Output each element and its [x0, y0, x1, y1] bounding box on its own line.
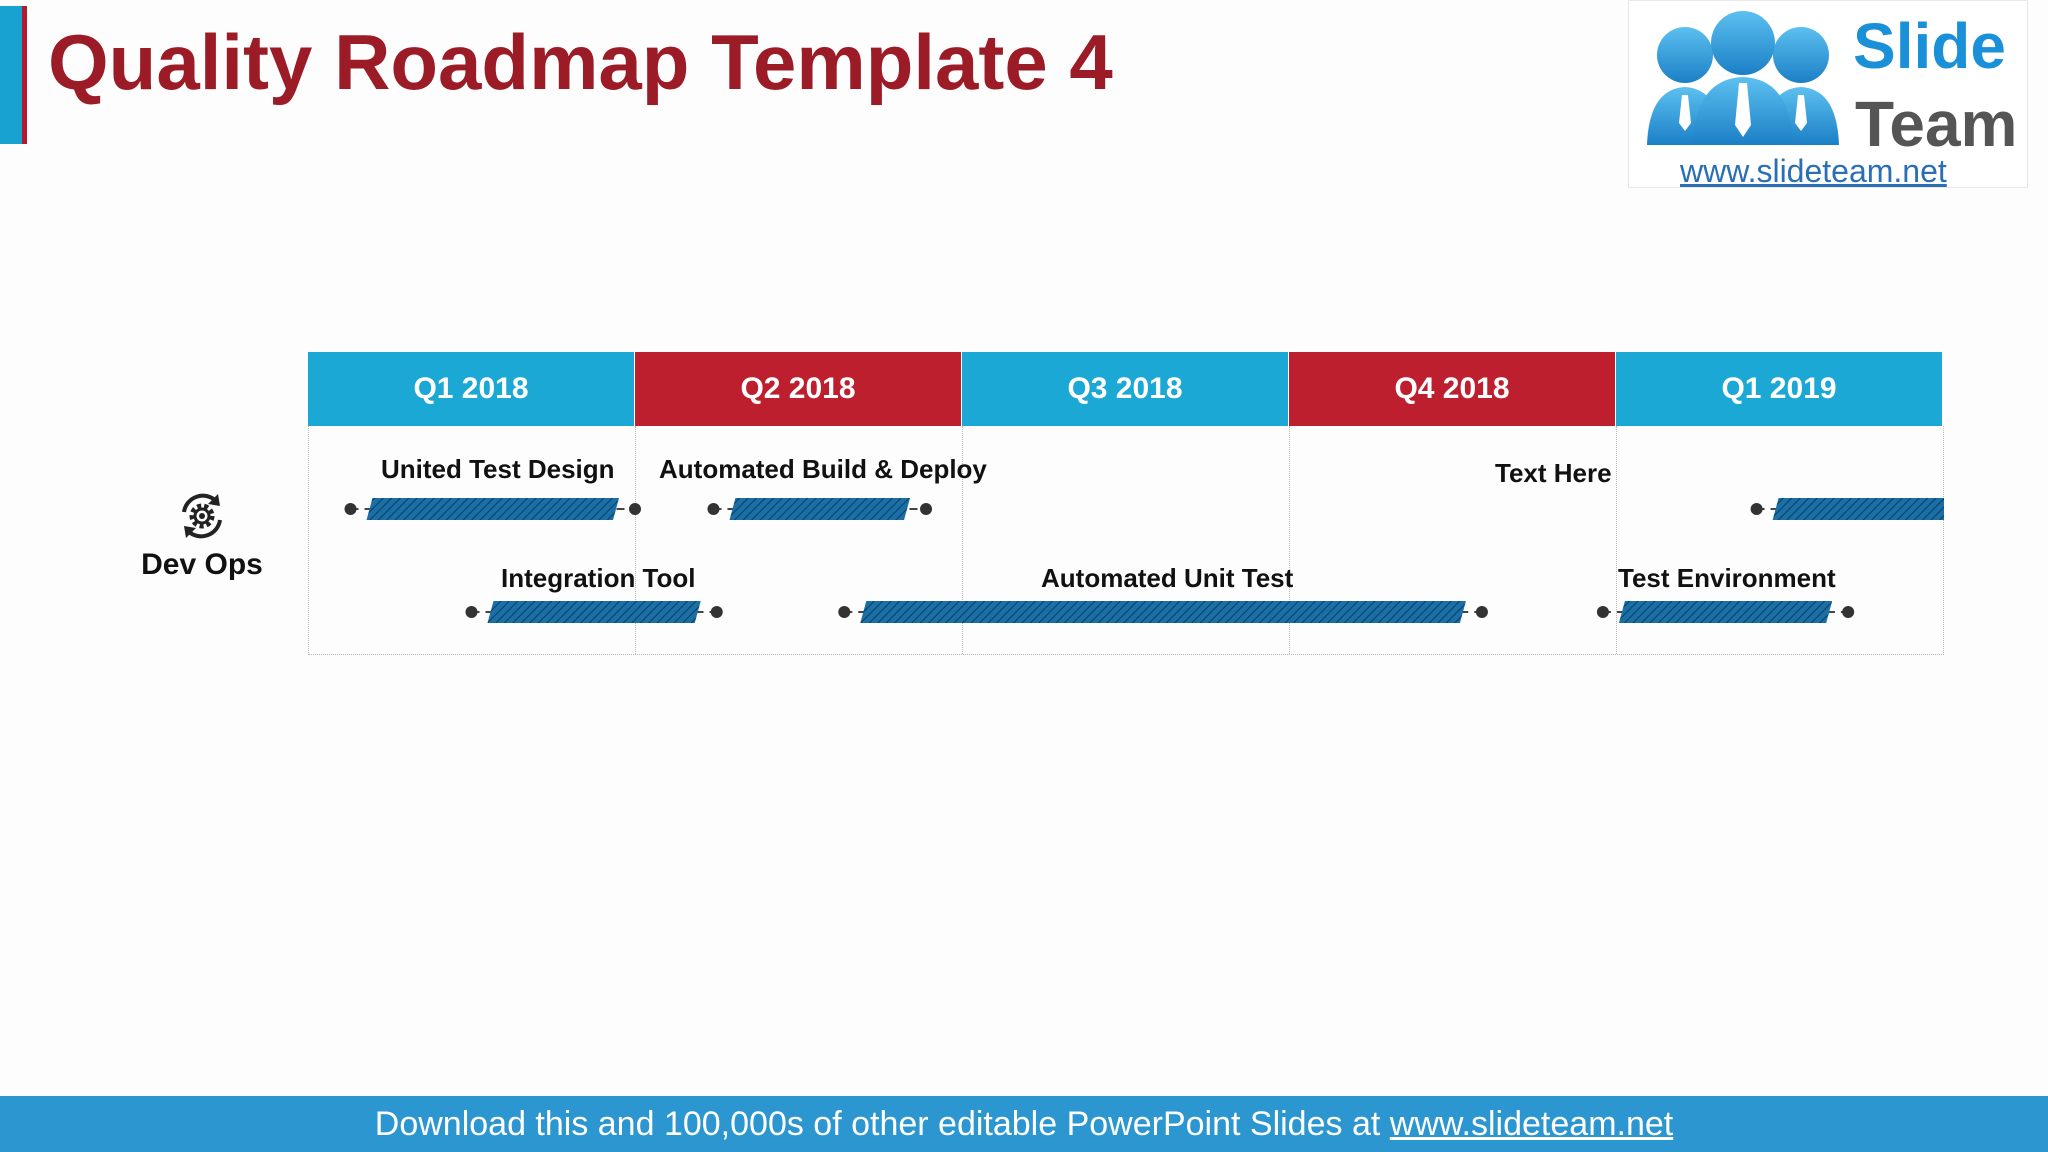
task-bar-fill [487, 601, 701, 623]
task-endpoint-dot [629, 503, 641, 515]
task-endpoint-dot [465, 606, 478, 618]
task-endpoint-dot [838, 606, 851, 618]
task-endpoint-dot [1842, 606, 1855, 618]
title-accent-bar [0, 6, 22, 144]
logo-word-team: Team [1855, 88, 2018, 160]
task-endpoint-dot [707, 503, 720, 515]
quarter-divider [1289, 426, 1290, 654]
quarter-divider [1616, 426, 1617, 654]
task-label-test-environment: Test Environment [1618, 563, 1836, 593]
quarter-header-q3-2018: Q3 2018 [962, 352, 1288, 426]
task-endpoint-dot [1475, 606, 1488, 618]
task-bar [465, 601, 723, 623]
quarter-header-q1-2019: Q1 2019 [1616, 352, 1942, 426]
task-endpoint-dot [1596, 606, 1609, 618]
quarter-header-q1-2018: Q1 2018 [308, 352, 634, 426]
slideteam-logo: Slide Team www.slideteam.net [1628, 0, 2028, 189]
task-bars-layer [344, 498, 1944, 623]
logo-url-link[interactable]: www.slideteam.net [1680, 153, 1947, 189]
quarter-divider [962, 426, 963, 654]
task-label-text-here: Text Here [1495, 458, 1612, 488]
task-label-automated-build-deploy: Automated Build & Deploy [659, 454, 987, 484]
quarter-header-q2-2018: Q2 2018 [635, 352, 961, 426]
title-accent-stripe [22, 6, 27, 144]
task-bar [1750, 498, 1944, 520]
roadmap-timeline: Q1 2018 Q2 2018 Q3 2018 Q4 2018 Q1 2019 … [308, 352, 1944, 656]
task-bar-fill [366, 498, 619, 520]
task-bar-fill [1772, 498, 1944, 520]
task-endpoint-dot [1750, 503, 1763, 515]
timeline-body [308, 426, 1944, 655]
task-label-integration-tool: Integration Tool [501, 563, 696, 593]
slideteam-people-logo-icon [1647, 11, 1839, 145]
task-bar-fill [729, 498, 911, 520]
task-bar [344, 498, 641, 520]
task-endpoint-dot [344, 503, 357, 515]
slide-title: Quality Roadmap Template 4 [48, 18, 1113, 106]
task-label-automated-unit-test: Automated Unit Test [1041, 563, 1294, 593]
task-bar-fill [860, 601, 1466, 623]
gear-cycle-icon [174, 488, 230, 544]
task-label-united-test-design: United Test Design [381, 454, 615, 484]
footer-text: Download this and 100,000s of other edit… [374, 1105, 1390, 1143]
task-endpoint-dot [920, 503, 933, 515]
task-bar [707, 498, 933, 520]
download-footer: Download this and 100,000s of other edit… [0, 1096, 2048, 1152]
task-bar [838, 601, 1488, 623]
task-bar [1596, 601, 1855, 623]
row-label-dev-ops: Dev Ops [141, 548, 263, 581]
quarter-divider [635, 426, 636, 654]
quarter-header-q4-2018: Q4 2018 [1289, 352, 1615, 426]
task-endpoint-dot [710, 606, 723, 618]
task-bar-fill [1618, 601, 1833, 623]
logo-word-slide: Slide [1853, 10, 2006, 82]
footer-link[interactable]: www.slideteam.net [1389, 1105, 1674, 1143]
